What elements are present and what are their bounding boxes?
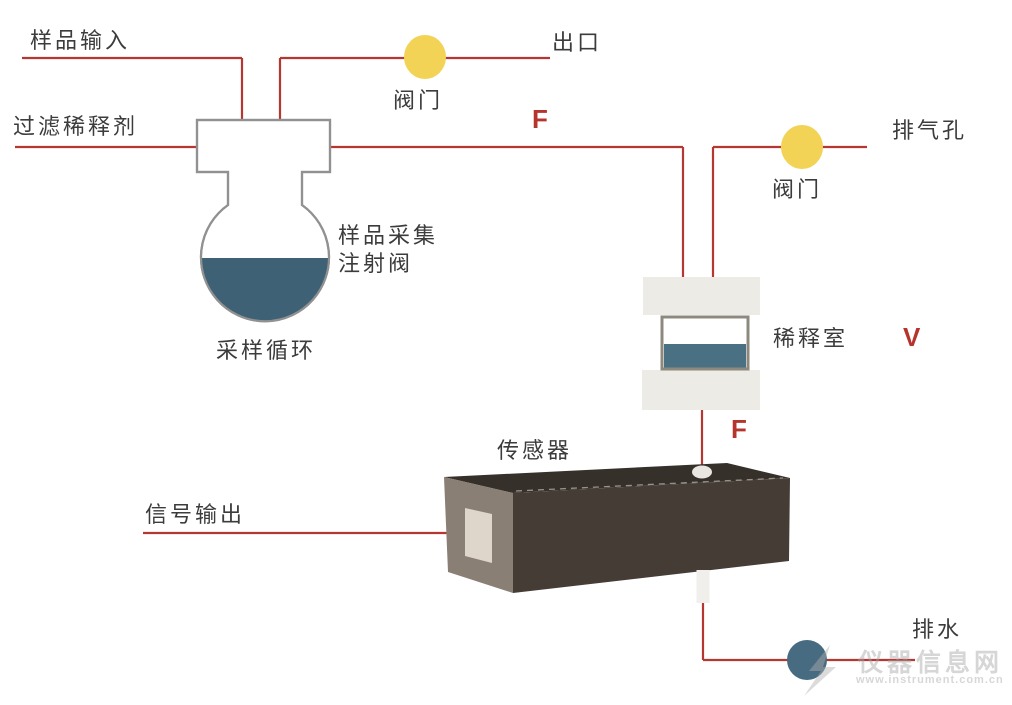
label-filter-diluent: 过滤稀释剂 — [13, 114, 139, 139]
flow-marker-top: F — [532, 104, 548, 134]
label-sensor: 传感器 — [497, 438, 573, 463]
vent-line — [711, 145, 867, 277]
sensor-drain-tab — [696, 570, 710, 603]
label-drain: 排水 — [912, 617, 963, 642]
sensor-top-edge-dashed — [515, 477, 784, 492]
sensor-signal-port — [465, 508, 492, 563]
watermark-logo-icon — [804, 645, 836, 696]
label-sample-injection-valve: 样品采集 注射阀 — [338, 223, 439, 276]
watermark-site-url: www.instrument.com.cn — [856, 674, 1004, 686]
flask-to-chamber-line — [330, 145, 685, 277]
label-valve-vent: 阀门 — [772, 177, 823, 202]
sensor-inlet-port — [692, 465, 712, 479]
label-sampling-loop: 采样循环 — [216, 338, 317, 363]
flow-marker-mid: F — [731, 414, 747, 444]
injection-valve-flask-outline-top — [195, 118, 332, 323]
label-valve-top: 阀门 — [393, 88, 444, 113]
sample-input-line — [22, 56, 244, 120]
valve-circle-vent — [781, 125, 823, 169]
sensor-front-face — [513, 478, 790, 593]
watermark-site-name: 仪器信息网 — [858, 649, 1004, 677]
valve-circle-top — [404, 35, 446, 79]
volume-marker: V — [903, 322, 921, 352]
label-vent-hole: 排气孔 — [892, 118, 968, 143]
label-dilution-chamber: 稀释室 — [773, 326, 849, 351]
label-outlet: 出口 — [552, 30, 603, 55]
dilution-chamber-top-block — [643, 277, 760, 315]
dilution-chamber-bottom-block — [642, 370, 760, 410]
sensor-box — [444, 463, 790, 603]
dilution-vessel-liquid — [664, 344, 746, 368]
drain-circle — [787, 640, 827, 680]
flask-liquid — [201, 258, 329, 322]
label-sample-input: 样品输入 — [30, 28, 131, 53]
label-signal-output: 信号输出 — [145, 502, 246, 527]
